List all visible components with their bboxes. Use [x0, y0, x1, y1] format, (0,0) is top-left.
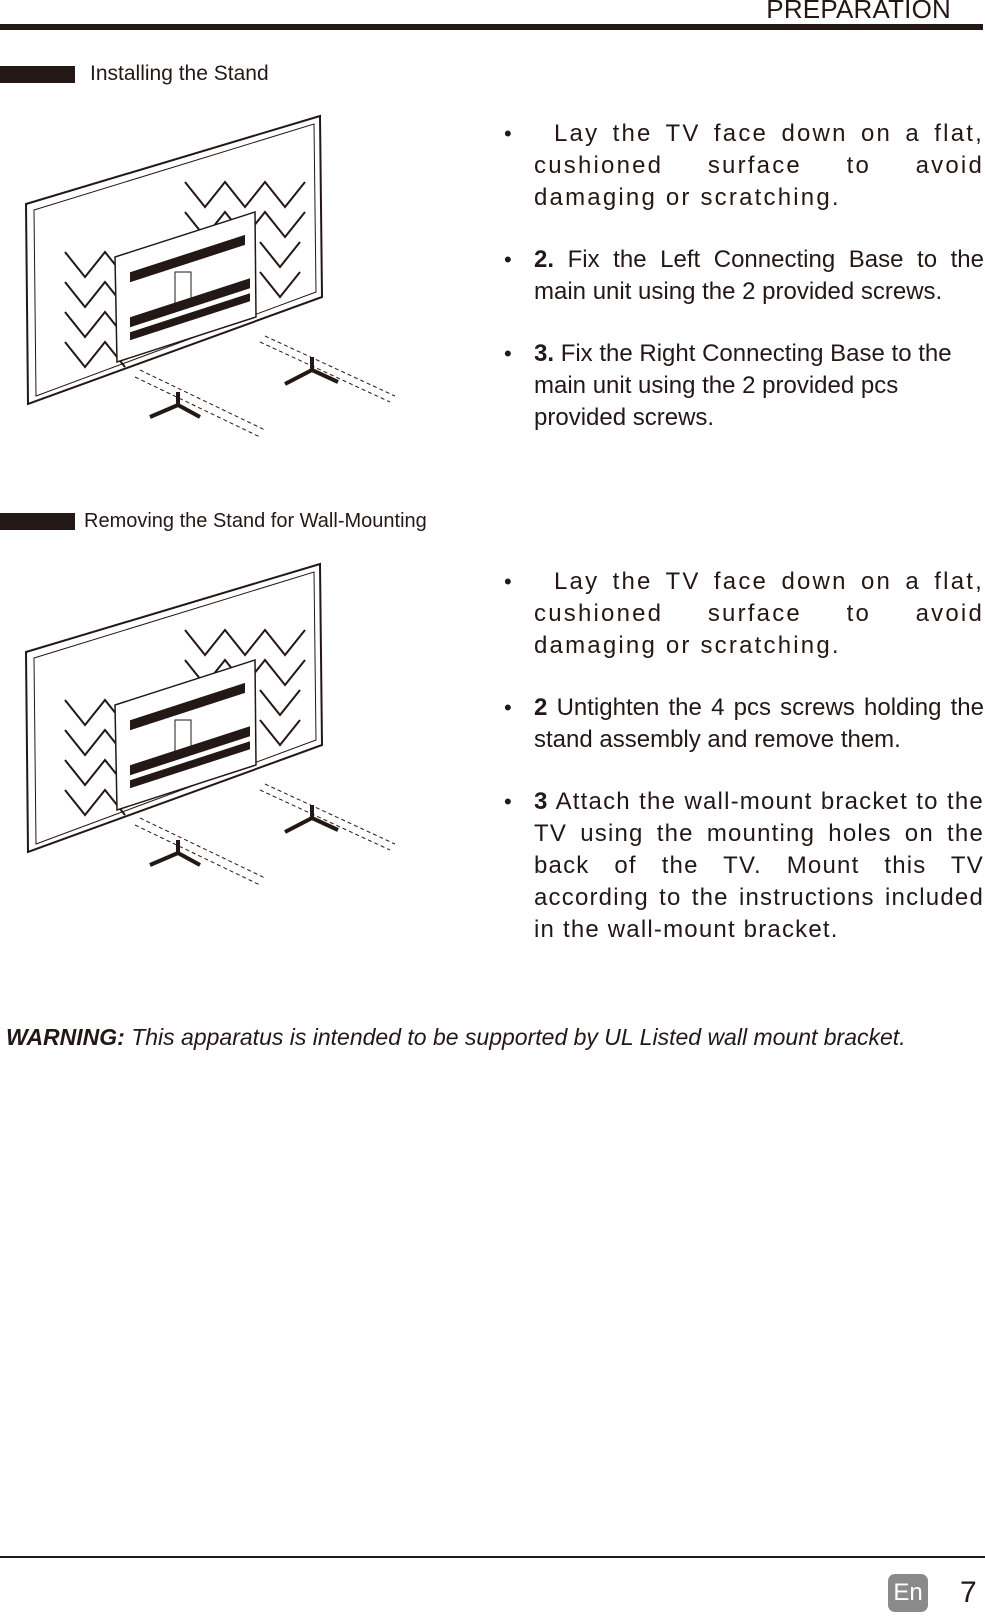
header-divider — [0, 24, 983, 30]
section-marker — [0, 513, 75, 530]
tv-stand-removal-figure — [20, 560, 410, 905]
install-steps-list: • Lay the TV face down on a flat, cushio… — [504, 118, 984, 464]
step-number: 2 — [534, 694, 548, 721]
step-number: 3 — [534, 788, 549, 815]
bullet-icon: • — [504, 341, 512, 366]
step-text: Fix the Right Connecting Base to the mai… — [534, 340, 952, 431]
footer-divider — [0, 1556, 985, 1558]
tv-back-illustration-icon — [24, 562, 396, 886]
install-step-1: • Lay the TV face down on a flat, cushio… — [504, 118, 984, 214]
bullet-icon: • — [504, 121, 514, 146]
bullet-icon: • — [504, 247, 512, 272]
step-number: 2. — [534, 246, 555, 273]
section-heading-installing: Installing the Stand — [0, 62, 269, 86]
tv-stand-install-figure — [20, 112, 410, 457]
step-number: 3. — [534, 340, 555, 367]
section-title: PREPARATION — [766, 0, 951, 24]
install-step-2: • 2. Fix the Left Connecting Base to the… — [504, 244, 984, 308]
section-heading-label: Removing the Stand for Wall-Mounting — [84, 510, 427, 532]
step-text: Untighten the 4 pcs screws holding the s… — [534, 694, 984, 753]
removal-step-2: • 2 Untighten the 4 pcs screws holding t… — [504, 692, 984, 756]
bullet-icon: • — [504, 569, 514, 594]
removal-step-1: • Lay the TV face down on a flat, cushio… — [504, 566, 984, 662]
warning-notice: WARNING: This apparatus is intended to b… — [6, 1024, 906, 1051]
step-text: Lay the TV face down on a flat, cushione… — [534, 120, 984, 211]
install-step-3: • 3. Fix the Right Connecting Base to th… — [504, 338, 984, 434]
page-number: 7 — [960, 1576, 977, 1609]
step-text: Fix the Left Connecting Base to the main… — [534, 246, 984, 305]
section-heading-label: Installing the Stand — [90, 62, 269, 85]
step-text: Attach the wall-mount bracket to the TV … — [534, 788, 984, 943]
removal-steps-list: • Lay the TV face down on a flat, cushio… — [504, 566, 984, 976]
section-heading-removing: Removing the Stand for Wall-Mounting — [0, 510, 427, 533]
warning-label: WARNING: — [6, 1024, 125, 1050]
step-text: Lay the TV face down on a flat, cushione… — [534, 568, 984, 659]
section-marker — [0, 65, 75, 83]
bullet-icon: • — [504, 695, 512, 720]
language-badge: En — [888, 1574, 928, 1612]
tv-back-illustration-icon — [24, 114, 396, 438]
warning-text: This apparatus is intended to be support… — [131, 1024, 906, 1050]
removal-step-3: • 3 Attach the wall-mount bracket to the… — [504, 786, 984, 946]
bullet-icon: • — [504, 789, 513, 814]
